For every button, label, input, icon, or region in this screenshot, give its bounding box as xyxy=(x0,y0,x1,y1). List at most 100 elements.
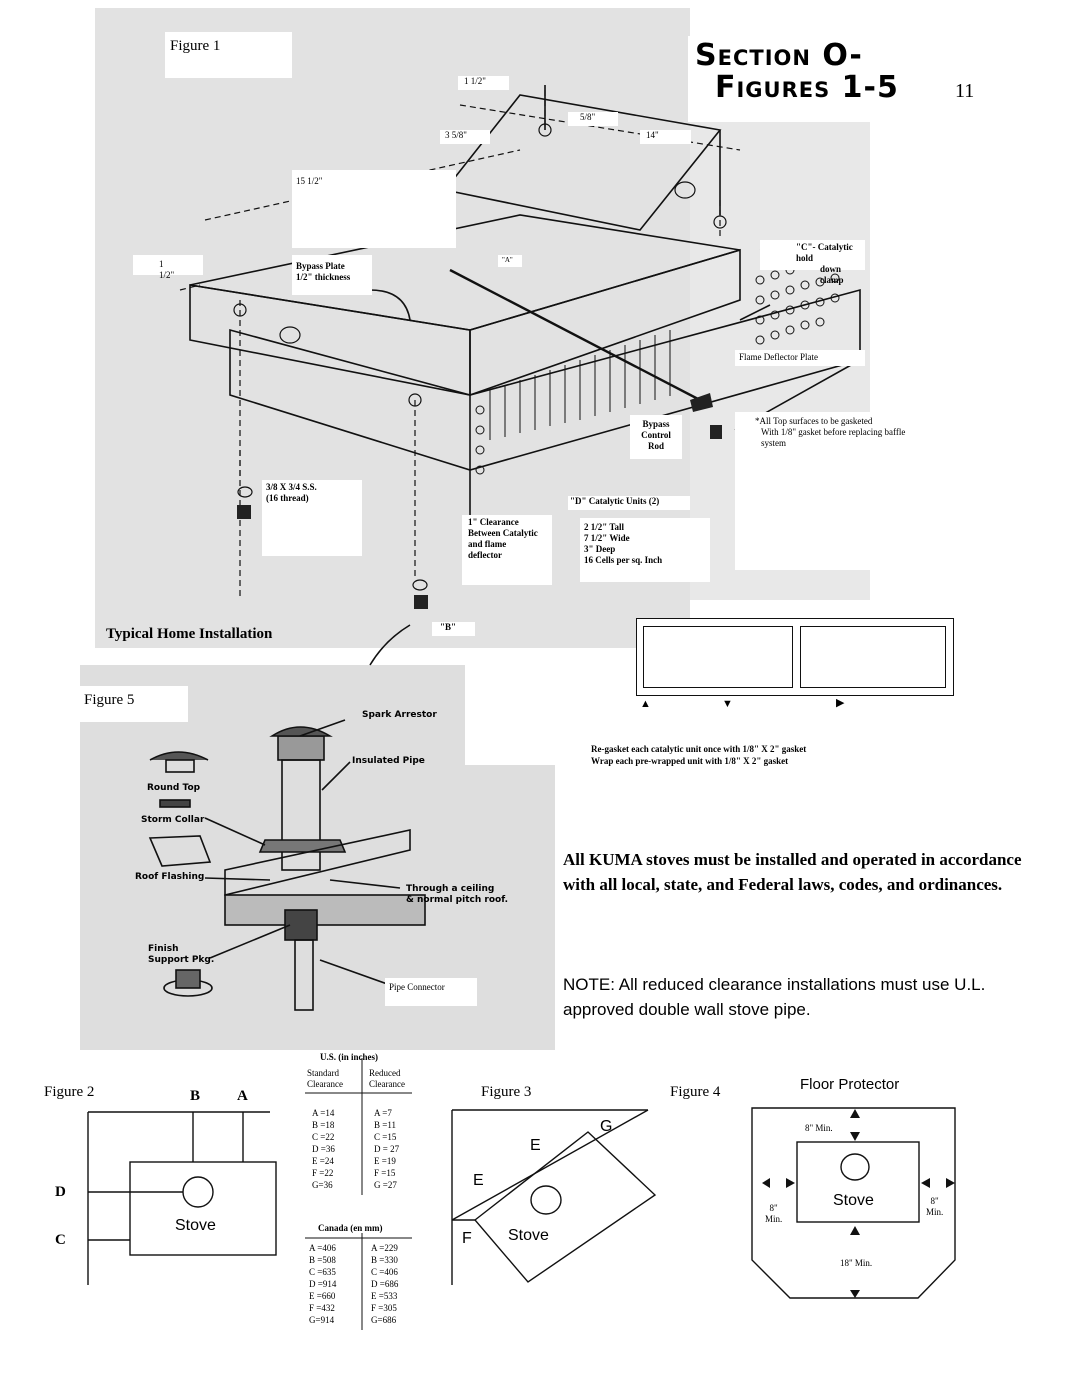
clearance-line4: deflector xyxy=(468,550,502,560)
spec-line3: 3" Deep xyxy=(584,544,616,554)
us-reduced-cell: G =27 xyxy=(374,1180,397,1190)
us-row: B =18 B =11 xyxy=(312,1119,436,1131)
canada-reduced-cell: G=686 xyxy=(371,1315,397,1325)
figures-title: Figures 1-5 xyxy=(715,70,899,105)
canada-reduced-cell: B =330 xyxy=(371,1255,398,1265)
canada-standard-cell: D =914 xyxy=(309,1279,337,1289)
bolt-label: 3/8 X 3/4 S.S. (16 thread) xyxy=(262,480,362,508)
canada-reduced-cell: A =229 xyxy=(371,1243,398,1253)
through-ceiling-label: Through a ceiling & normal pitch roof. xyxy=(406,884,508,906)
reduced-clearance-note: NOTE: All reduced clearance installation… xyxy=(563,975,986,1019)
bolt-line1: 3/8 X 3/4 S.S. xyxy=(266,482,317,492)
finish-support-label: Finish Support Pkg. xyxy=(148,944,214,966)
figure1-blank-b xyxy=(465,650,555,765)
us-standard-cell: G=36 xyxy=(312,1180,333,1190)
dim-15-5: 15 1/2" xyxy=(292,170,456,248)
bypass-plate-line2: 1/2" thickness xyxy=(296,272,351,282)
figure4-title: Figure 4 xyxy=(670,1084,721,1100)
canada-reduced-cell: D =686 xyxy=(371,1279,399,1289)
spark-arrestor-label: Spark Arrestor xyxy=(362,710,437,720)
insulated-pipe-label: Insulated Pipe xyxy=(352,756,425,766)
us-standard-cell: F =22 xyxy=(312,1168,334,1178)
bypass-rod-line3: Rod xyxy=(647,441,664,451)
bypass-rod-line2: Control xyxy=(641,430,671,440)
label-b: "B" xyxy=(432,622,475,636)
canada-reduced-cell: C =406 xyxy=(371,1267,398,1277)
gasket-note: *All Top surfaces to be gasketed With 1/… xyxy=(735,412,935,456)
canada-standard-cell: A =406 xyxy=(309,1243,336,1253)
figure2-label-b: B xyxy=(190,1088,201,1104)
regasket-note: Re-gasket each catalytic unit once with … xyxy=(591,743,806,767)
us-standard-cell: B =18 xyxy=(312,1120,335,1130)
through-ceiling-line2: & normal pitch roof. xyxy=(406,895,509,905)
canada-reduced-cell: E =533 xyxy=(371,1291,398,1301)
figure2-label-a: A xyxy=(237,1088,248,1104)
c-clamp-line1: "C"- Catalytic hold xyxy=(796,242,853,263)
label-a: "A" xyxy=(498,255,522,267)
bolt-line2: (16 thread) xyxy=(266,493,309,503)
canada-standard-cell: E =660 xyxy=(309,1291,336,1301)
catalytic-units-frame xyxy=(636,618,954,696)
catalytic-unit-right xyxy=(800,626,946,688)
standard-header-line1: Standard xyxy=(307,1068,339,1078)
spec-line2: 7 1/2" Wide xyxy=(584,533,630,543)
canada-row: D =914 D =686 xyxy=(309,1278,433,1290)
us-standard-cell: A =14 xyxy=(312,1108,335,1118)
roof-flashing-label: Roof Flashing xyxy=(135,872,205,882)
us-reduced-cell: E =19 xyxy=(374,1156,396,1166)
section-title: Section O- xyxy=(695,38,863,73)
gasket-note-line2: With 1/8" gasket before replacing baffle xyxy=(761,427,906,437)
figure4-min-right-line1: 8" xyxy=(930,1196,939,1206)
figure3-label-e1: E xyxy=(530,1137,541,1154)
arrow-down-icon: ▼ xyxy=(722,698,733,710)
reduced-header-line1: Reduced xyxy=(369,1068,401,1078)
d-units-label: "D" Catalytic Units (2) xyxy=(568,496,690,510)
c-clamp-label: "C"- Catalytic hold down clamp xyxy=(760,240,865,285)
figure4-min-left: 8" Min. xyxy=(765,1203,782,1225)
dim-1-5-top: 1 1/2" xyxy=(458,76,509,90)
figure1-title: Figure 1 xyxy=(170,38,221,54)
spec-line1: 2 1/2" Tall xyxy=(584,522,625,532)
gasket-note-line3: system xyxy=(761,438,787,448)
clearance-line3: and flame xyxy=(468,539,507,549)
us-reduced-cell: B =11 xyxy=(374,1120,396,1130)
canada-standard-cell: G=914 xyxy=(309,1315,335,1325)
figure3-label-e2: E xyxy=(473,1172,484,1189)
figure3-label-f: F xyxy=(462,1230,472,1247)
storm-collar-label: Storm Collar xyxy=(141,815,205,825)
c-clamp-line2: down clamp xyxy=(820,264,844,285)
canada-title: Canada (en mm) xyxy=(318,1223,383,1233)
us-standard-cell: C =22 xyxy=(312,1132,335,1142)
us-standard-cell: D =36 xyxy=(312,1144,335,1154)
figure5-title-box xyxy=(80,686,188,722)
reduced-header-line2: Clearance xyxy=(369,1079,405,1089)
us-reduced-cell: C =15 xyxy=(374,1132,397,1142)
canada-reduced-cell: F =305 xyxy=(371,1303,397,1313)
through-ceiling-line1: Through a ceiling xyxy=(406,884,495,894)
round-top-label: Round Top xyxy=(147,783,201,793)
bolt-filler xyxy=(262,508,362,556)
kuma-notice: All KUMA stoves must be installed and op… xyxy=(563,850,1022,894)
figure4-min-left-line2: Min. xyxy=(765,1214,783,1224)
us-row: C =22 C =15 xyxy=(312,1131,436,1143)
figure4-min-top: 8" Min. xyxy=(805,1123,833,1133)
arrow-right-icon: ▶ xyxy=(836,697,845,709)
clearance-label: 1" Clearance Between Catalytic and flame… xyxy=(462,515,552,585)
figure4-min-right: 8" Min. xyxy=(926,1196,943,1218)
canada-row: G=914 G=686 xyxy=(309,1314,433,1326)
pipe-connector-label: Pipe Connector xyxy=(385,978,477,1006)
header-box xyxy=(688,36,988,122)
